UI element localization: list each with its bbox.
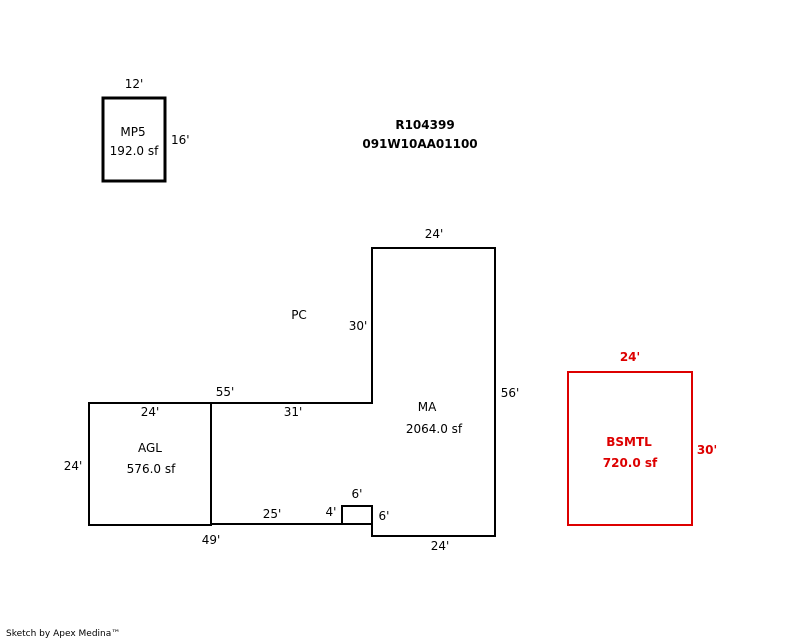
mp5-dim-right: 16' (171, 133, 190, 147)
dim-ma-bottom: 24' (431, 539, 450, 553)
dim-agl-left: 24' (64, 459, 83, 473)
dim-ma-step-inner: 31' (284, 405, 303, 419)
dim-notch-right: 6' (379, 509, 390, 523)
ma-label: MA (418, 400, 437, 414)
parcel-id: R104399 (395, 118, 454, 132)
dim-ma-top: 24' (425, 227, 444, 241)
dim-ma-step-top: 55' (216, 385, 235, 399)
agl-label: AGL (138, 441, 162, 455)
dim-ma-right: 56' (501, 386, 520, 400)
bsmtl-outline (567, 371, 693, 526)
ma-area: 2064.0 sf (406, 422, 463, 436)
bsmtl-area: 720.0 sf (603, 456, 658, 470)
bsmtl-dim-top: 24' (620, 350, 640, 364)
mp5-outline (101, 96, 167, 183)
dim-agl-top: 24' (141, 405, 160, 419)
mp5-area: 192.0 sf (110, 144, 159, 158)
dim-notch-left: 4' (326, 505, 337, 519)
dim-bottom-total: 49' (202, 533, 221, 547)
agl-outline (88, 402, 212, 526)
bsmtl-dim-right: 30' (697, 443, 717, 457)
agl-area: 576.0 sf (127, 462, 176, 476)
bsmtl-label: BSMTL (606, 435, 652, 449)
dim-ma-left: 30' (349, 319, 368, 333)
ma-notch (211, 505, 373, 536)
map-number: 091W10AA01100 (362, 137, 477, 151)
pc-label: PC (291, 308, 307, 322)
dim-bottom-run: 25' (263, 507, 282, 521)
mp5-dim-top: 12' (125, 77, 144, 91)
dim-notch-top: 6' (352, 487, 363, 501)
mp5-label: MP5 (120, 125, 145, 139)
footer-credit: Sketch by Apex Medina™ (6, 629, 120, 639)
